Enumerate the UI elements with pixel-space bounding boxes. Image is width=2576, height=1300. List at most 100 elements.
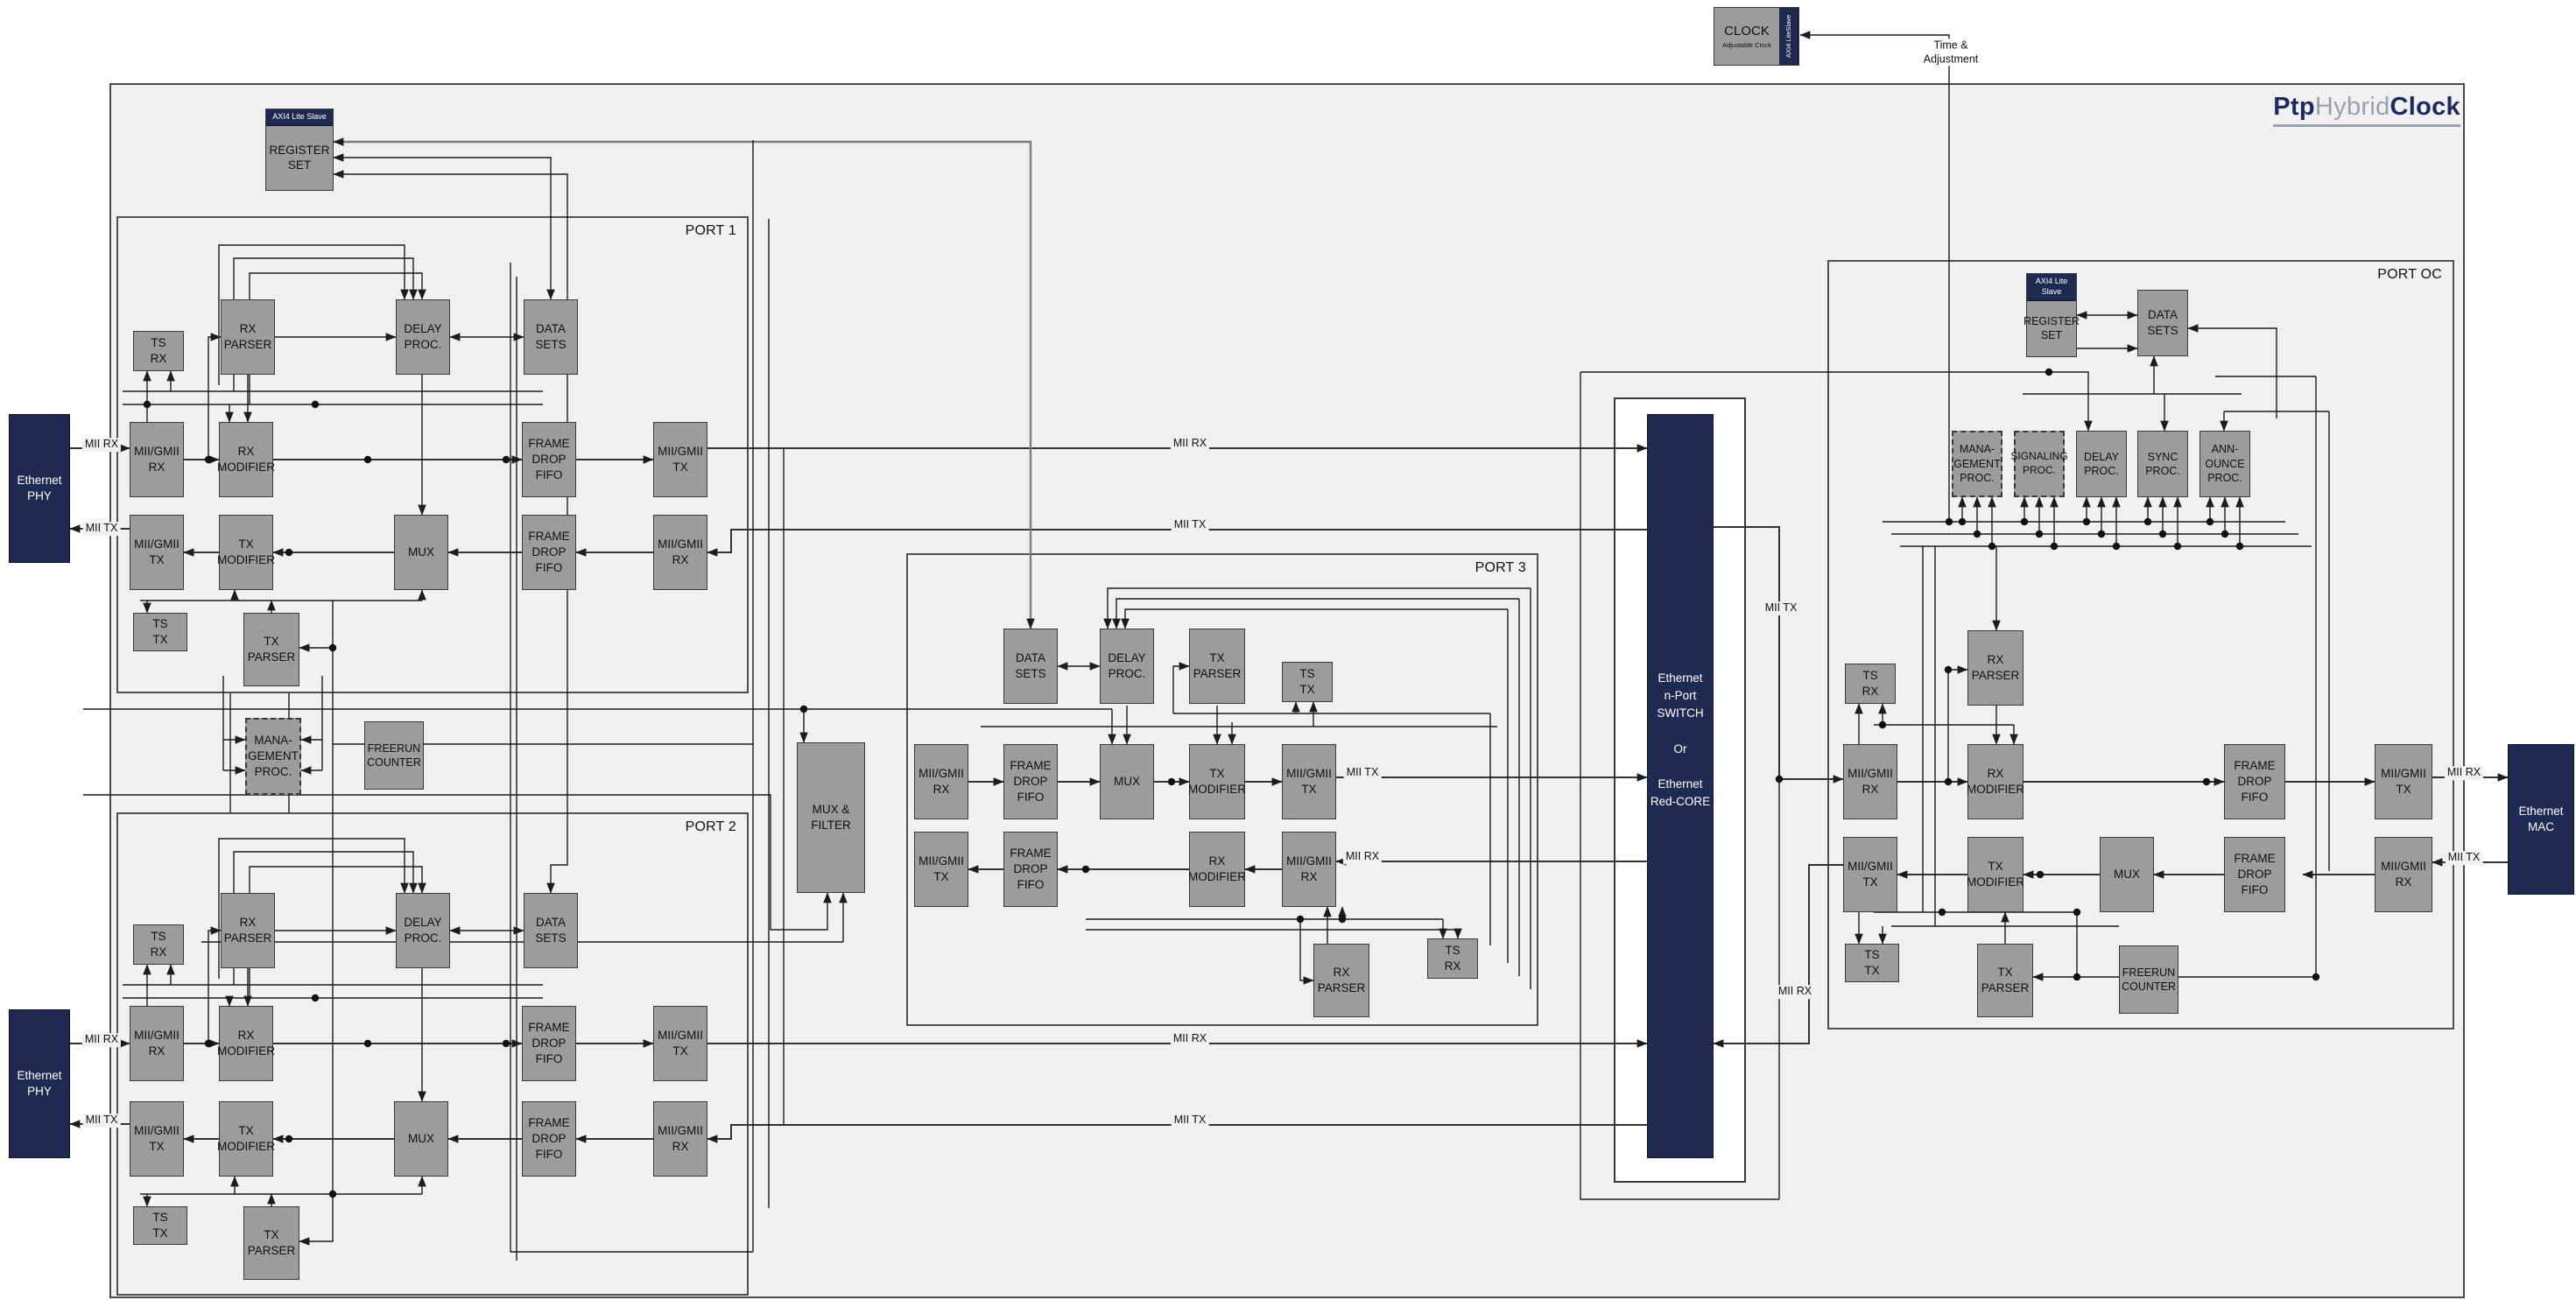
wire — [208, 333, 222, 460]
junction-dot — [1944, 665, 1953, 674]
junction-dot — [1338, 915, 1347, 924]
p3-tx-parser: TX PARSER — [1189, 629, 1245, 704]
p2-data-sets: DATA SETS — [524, 893, 578, 968]
wire-label-mii-rx: MII RX — [81, 1033, 122, 1047]
p2-rx-parser: RX PARSER — [221, 893, 275, 968]
wire-label-mii-rx: MII RX — [1170, 437, 1210, 451]
ethernet-phy-2: Ethernet PHY — [9, 1009, 70, 1158]
port-3-box: PORT 3 — [906, 553, 1538, 1026]
wire — [218, 838, 409, 979]
port-oc-label: PORT OC — [2377, 267, 2442, 282]
junction-dot — [363, 1039, 372, 1048]
wire — [333, 153, 555, 300]
oc-tx-modifier: TX MODIFIER — [1967, 837, 2024, 912]
oc-rx-modifier: RX MODIFIER — [1967, 744, 2024, 819]
p1-tx-modifier: TX MODIFIER — [217, 515, 275, 590]
wire — [1121, 608, 1508, 629]
wire — [2187, 324, 2277, 418]
junction-dot — [2045, 368, 2053, 376]
oc-frame-drop-fifo-rx: FRAME DROP FIFO — [2224, 744, 2285, 819]
junction-dot — [2235, 542, 2244, 551]
junction-dot — [2173, 542, 2182, 551]
junction-dot — [1958, 517, 1967, 526]
oc-ts-tx: TS TX — [1845, 944, 1899, 982]
logo-part-clock: Clock — [2389, 93, 2460, 121]
oc-rx-parser: RX PARSER — [1967, 630, 2023, 706]
p2-mii-gmii-tx: MII/GMII TX — [130, 1101, 184, 1177]
ethernet-phy-1: Ethernet PHY — [9, 414, 70, 563]
wire-label-mii-tx: MII TX — [1171, 1114, 1209, 1128]
wire-label-mii-rx: MII RX — [1170, 1032, 1210, 1046]
junction-dot — [2206, 517, 2214, 526]
junction-dot — [204, 455, 213, 464]
oc-mii-gmii-rx: MII/GMII RX — [1843, 744, 1897, 819]
junction-dot — [2112, 542, 2121, 551]
junction-dot — [311, 994, 320, 1002]
port-3-label: PORT 3 — [1475, 560, 1526, 575]
junction-dot — [2073, 908, 2081, 917]
p1-delay-proc: DELAY PROC. — [396, 299, 450, 375]
oc-signaling-proc: SIGNALING PROC. — [2010, 431, 2068, 497]
clock-title: CLOCK — [1724, 24, 1770, 39]
p1-frame-drop-fifo-rx: FRAME DROP FIFO — [522, 422, 576, 497]
oc-delay-proc: DELAY PROC. — [2076, 431, 2127, 497]
p1-frame-drop-fifo-tx: FRAME DROP FIFO — [522, 515, 576, 590]
p1-rx-parser: RX PARSER — [221, 299, 275, 375]
p3-mux: MUX — [1100, 744, 1154, 819]
wire — [2049, 371, 2093, 432]
p2-delay-proc: DELAY PROC. — [396, 893, 450, 968]
wire — [1580, 372, 1779, 1200]
junction-dot — [1938, 908, 1946, 917]
junction-dot — [502, 455, 510, 464]
junction-dot — [1167, 777, 1176, 786]
p3-ts-tx: TS TX — [1282, 662, 1333, 702]
wire-label-mii-tx: MII TX — [82, 1114, 121, 1128]
oc-mii-gmii-tx-out: MII/GMII TX — [2375, 744, 2432, 819]
junction-dot — [328, 1190, 337, 1198]
p3-mii-gmii-rx: MII/GMII RX — [914, 744, 968, 819]
junction-dot — [1944, 777, 1953, 786]
junction-dot — [2143, 517, 2152, 526]
p2-frame-drop-fifo-rx: FRAME DROP FIFO — [522, 1006, 576, 1081]
port-oc-box: PORT OC — [1827, 260, 2454, 1029]
p2-mii-gmii-rx: MII/GMII RX — [130, 1006, 184, 1081]
p3-tx-modifier: TX MODIFIER — [1188, 744, 1246, 819]
junction-dot — [285, 1135, 293, 1143]
p3-mii-gmii-tx-out: MII/GMII TX — [914, 832, 968, 907]
clock-subtitle: Adjustable Clock — [1722, 41, 1771, 49]
junction-dot — [2202, 777, 2211, 786]
wire — [333, 170, 568, 894]
p2-tx-parser: TX PARSER — [243, 1206, 299, 1280]
wire — [707, 529, 1647, 557]
mux-filter: MUX & FILTER — [797, 742, 865, 893]
junction-dot — [1988, 542, 1996, 551]
junction-dot — [204, 1039, 213, 1048]
oc-data-sets: DATA SETS — [2137, 290, 2188, 356]
junction-dot — [311, 400, 320, 409]
p1-data-sets: DATA SETS — [524, 299, 578, 375]
junction-dot — [143, 400, 151, 409]
p1-ts-tx: TS TX — [133, 613, 187, 651]
oc-ts-rx: TS RX — [1845, 664, 1896, 704]
junction-dot — [1296, 915, 1305, 924]
wire — [1299, 919, 1314, 985]
p3-frame-drop-fifo-tx: FRAME DROP FIFO — [1003, 832, 1058, 907]
oc-mii-gmii-rx-in: MII/GMII RX — [2375, 837, 2432, 912]
wire-label-mii-rx: MII RX — [81, 438, 122, 452]
wire — [1103, 587, 1531, 629]
wire-label-mii-rx: MII RX — [1342, 850, 1383, 864]
junction-dot — [285, 548, 293, 557]
oc-freerun-counter: FREERUN COUNTER — [2119, 945, 2178, 1014]
junction-dot — [2020, 517, 2029, 526]
junction-dot — [2035, 530, 2044, 538]
oc-tx-parser: TX PARSER — [1977, 944, 2033, 1017]
junction-dot — [363, 455, 372, 464]
product-logo: PtpHybridClock — [2250, 93, 2460, 127]
wire-label-mii-rx: MII RX — [1775, 985, 1815, 999]
wire — [1172, 662, 1190, 713]
p3-frame-drop-fifo-rx: FRAME DROP FIFO — [1003, 744, 1058, 819]
wire-label-mii-tx: MII TX — [82, 522, 121, 536]
register-set-main-label: REGISTER SET — [269, 143, 330, 172]
junction-dot — [328, 643, 337, 652]
